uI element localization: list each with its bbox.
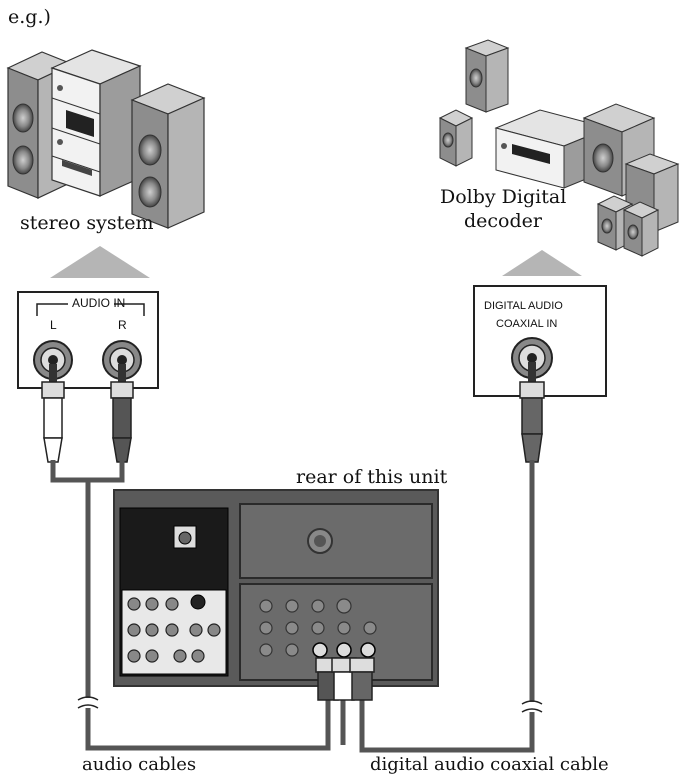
example-label: e.g.)	[8, 6, 51, 28]
stereo-system-illustration	[6, 49, 206, 229]
audio-in-panel	[17, 291, 159, 389]
stereo-center-unit	[50, 49, 142, 197]
digital-coaxial-label-line2: COAXIAL IN	[496, 318, 558, 330]
audio-cable-break-mark	[77, 696, 99, 709]
digital-cable-label: digital audio coaxial cable	[370, 754, 609, 775]
audio-cables-label: audio cables	[82, 754, 197, 775]
stereo-system-label: stereo system	[20, 212, 154, 234]
decoder-label-line1: Dolby Digital	[440, 186, 567, 208]
audio-cables-line	[50, 460, 346, 751]
decoder-up-arrow	[502, 250, 582, 276]
digital-coaxial-jack	[511, 337, 553, 379]
audio-in-left-label: L	[50, 318, 57, 332]
audio-in-right-label: R	[118, 318, 127, 332]
digital-coaxial-plug-top	[519, 362, 545, 463]
tv-rear-panel	[113, 489, 439, 687]
decoder-front-left-speaker	[438, 109, 474, 167]
audio-in-right-jack	[102, 340, 142, 380]
digital-cable-line	[359, 460, 535, 753]
digital-coaxial-label-line1: DIGITAL AUDIO	[484, 300, 563, 312]
digital-cable-break-mark	[521, 700, 543, 713]
digital-coaxial-in-panel	[473, 285, 607, 397]
decoder-label-line2: decoder	[464, 210, 542, 232]
audio-in-label: AUDIO IN	[72, 296, 126, 310]
decoder-system-illustration	[438, 39, 680, 257]
decoder-front-speakers	[596, 195, 660, 257]
audio-in-left-jack	[33, 340, 73, 380]
rear-of-unit-label: rear of this unit	[296, 466, 448, 488]
unit-digital-plug	[349, 657, 375, 701]
tv-audio-out-jacks	[312, 642, 376, 658]
stereo-right-speaker	[130, 83, 206, 229]
audio-right-plug	[110, 364, 134, 463]
audio-left-plug	[41, 364, 65, 463]
stereo-up-arrow	[50, 246, 150, 278]
decoder-rear-left-speaker	[464, 39, 510, 113]
